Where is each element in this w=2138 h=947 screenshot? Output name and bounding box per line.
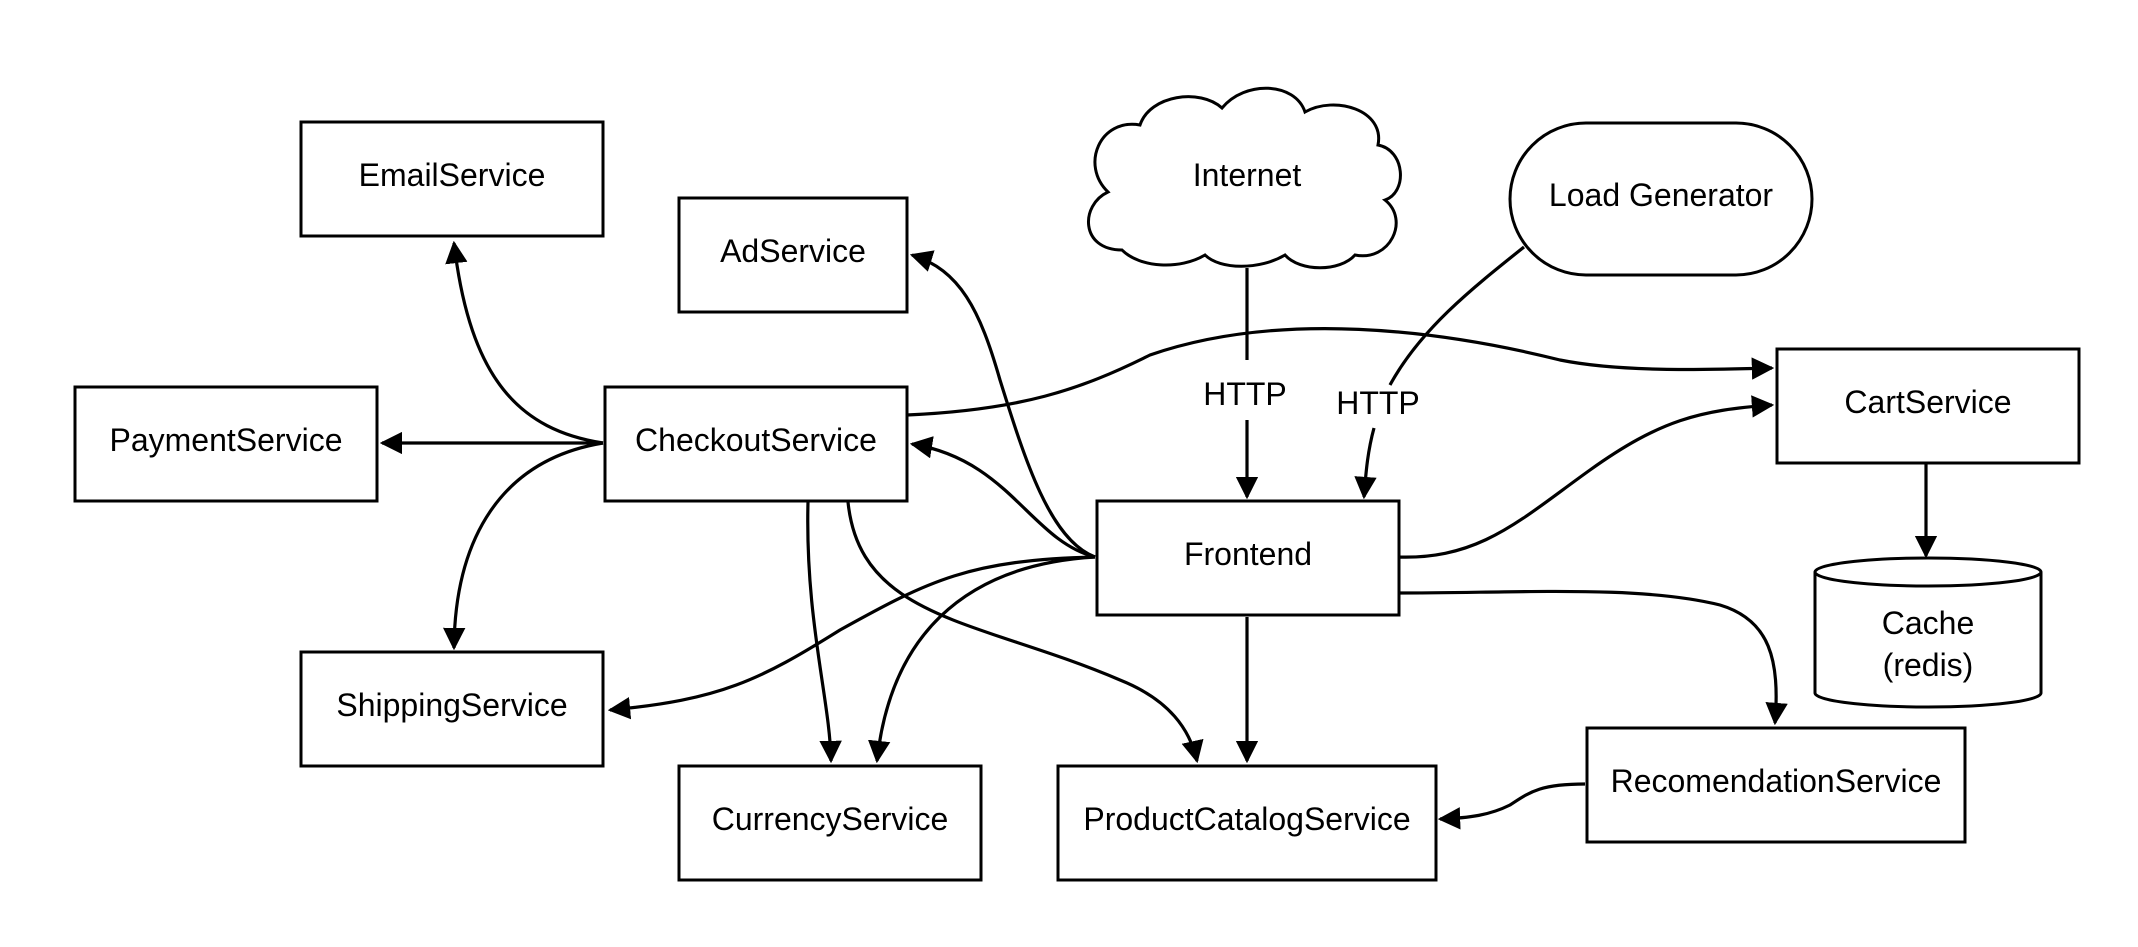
node-checkoutservice: CheckoutService	[603, 385, 909, 503]
node-adservice: AdService	[677, 196, 909, 314]
node-recommendationservice-label: RecomendationService	[1611, 763, 1942, 799]
edge-checkout-email	[445, 240, 604, 445]
node-emailservice: EmailService	[299, 120, 605, 238]
node-shippingservice: ShippingService	[299, 650, 605, 768]
node-frontend-label: Frontend	[1184, 536, 1312, 572]
edge-checkout-productcatalog	[846, 501, 1204, 764]
node-adservice-label: AdService	[720, 233, 866, 269]
node-cartservice: CartService	[1775, 347, 2081, 465]
edge-frontend-cart	[1396, 395, 1775, 559]
node-cache-label-line1: Cache	[1882, 605, 1975, 641]
node-checkoutservice-label: CheckoutService	[635, 422, 877, 458]
node-paymentservice-label: PaymentService	[110, 422, 343, 458]
node-currencyservice: CurrencyService	[677, 764, 983, 882]
node-cache: Cache (redis)	[1813, 556, 2043, 709]
edge-loadgen-frontend	[1388, 245, 1525, 386]
edge-frontend-recommendation	[1396, 589, 1788, 726]
node-loadgenerator-label: Load Generator	[1549, 177, 1774, 213]
node-shippingservice-label: ShippingService	[336, 687, 567, 723]
node-currencyservice-label: CurrencyService	[712, 801, 949, 837]
edge-label-internet-http: HTTP	[1203, 376, 1287, 412]
edge-checkout-cart	[906, 327, 1775, 417]
node-internet: Internet	[1086, 86, 1402, 270]
node-recommendationservice: RecomendationService	[1585, 726, 1967, 844]
node-emailservice-label: EmailService	[359, 157, 546, 193]
edge-recommendation-productcatalog	[1437, 782, 1586, 830]
edge-loadgen-frontend-arrow	[1354, 427, 1377, 500]
edge-frontend-shipping	[607, 555, 1096, 720]
node-productcatalogservice: ProductCatalogService	[1056, 764, 1438, 882]
edge-frontend-currency	[868, 555, 1096, 764]
node-cartservice-label: CartService	[1844, 384, 2011, 420]
node-paymentservice: PaymentService	[73, 385, 379, 503]
edge-checkout-currency	[806, 501, 842, 764]
edge-frontend-checkout	[909, 436, 1096, 559]
node-loadgenerator: Load Generator	[1508, 121, 1814, 277]
edge-label-loadgen-http: HTTP	[1336, 385, 1420, 421]
edge-checkout-shipping	[442, 441, 604, 651]
node-productcatalogservice-label: ProductCatalogService	[1083, 801, 1410, 837]
edges	[379, 240, 1938, 830]
edge-frontend-ad	[909, 250, 1096, 559]
node-internet-label: Internet	[1193, 157, 1302, 193]
node-frontend: Frontend	[1095, 499, 1401, 617]
node-cache-label-line2: (redis)	[1883, 647, 1974, 683]
